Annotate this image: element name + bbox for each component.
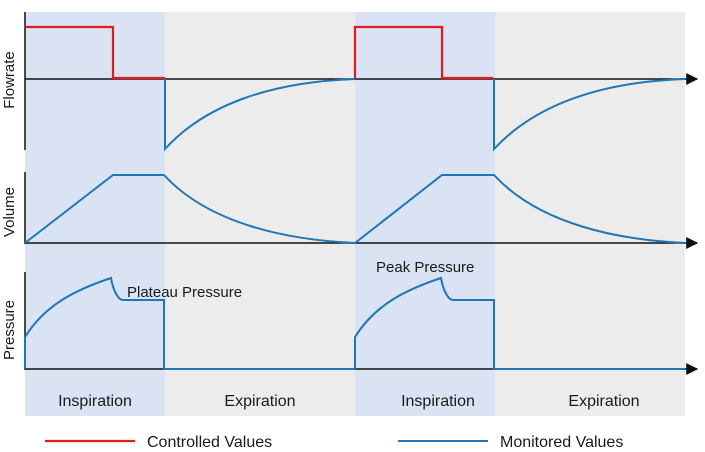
monitored-flow-expiration-2 xyxy=(493,78,686,152)
monitored-volume-cycle-2 xyxy=(354,174,686,244)
phase-bg-expiration-2 xyxy=(495,12,685,416)
legend-controlled-label: Controlled Values xyxy=(147,434,272,451)
flowrate-axis-title: Flowrate xyxy=(1,51,18,109)
phase-bg-inspiration-1 xyxy=(25,12,165,416)
phase-label-inspiration-1: Inspiration xyxy=(58,393,132,410)
phase-label-expiration-1: Expiration xyxy=(224,393,295,410)
controlled-flow-cycle-2 xyxy=(353,25,493,80)
monitored-pressure-cycle-1 xyxy=(24,276,355,370)
monitored-pressure-cycle-2 xyxy=(354,276,685,370)
phase-bg-inspiration-2 xyxy=(355,12,495,416)
phase-bg-expiration-1 xyxy=(165,12,355,416)
peak-pressure-label: Peak Pressure xyxy=(376,259,474,276)
controlled-flow-cycle-1 xyxy=(25,25,165,80)
pressure-axis-title: Pressure xyxy=(1,300,18,360)
phase-label-inspiration-2: Inspiration xyxy=(401,393,475,410)
monitored-flow-expiration-1 xyxy=(164,78,356,152)
volume-axis-title: Volume xyxy=(1,187,18,237)
phase-label-expiration-2: Expiration xyxy=(568,393,639,410)
legend-monitored-label: Monitored Values xyxy=(500,434,623,451)
monitored-volume-cycle-1 xyxy=(24,174,356,244)
plateau-pressure-label: Plateau Pressure xyxy=(127,284,242,301)
